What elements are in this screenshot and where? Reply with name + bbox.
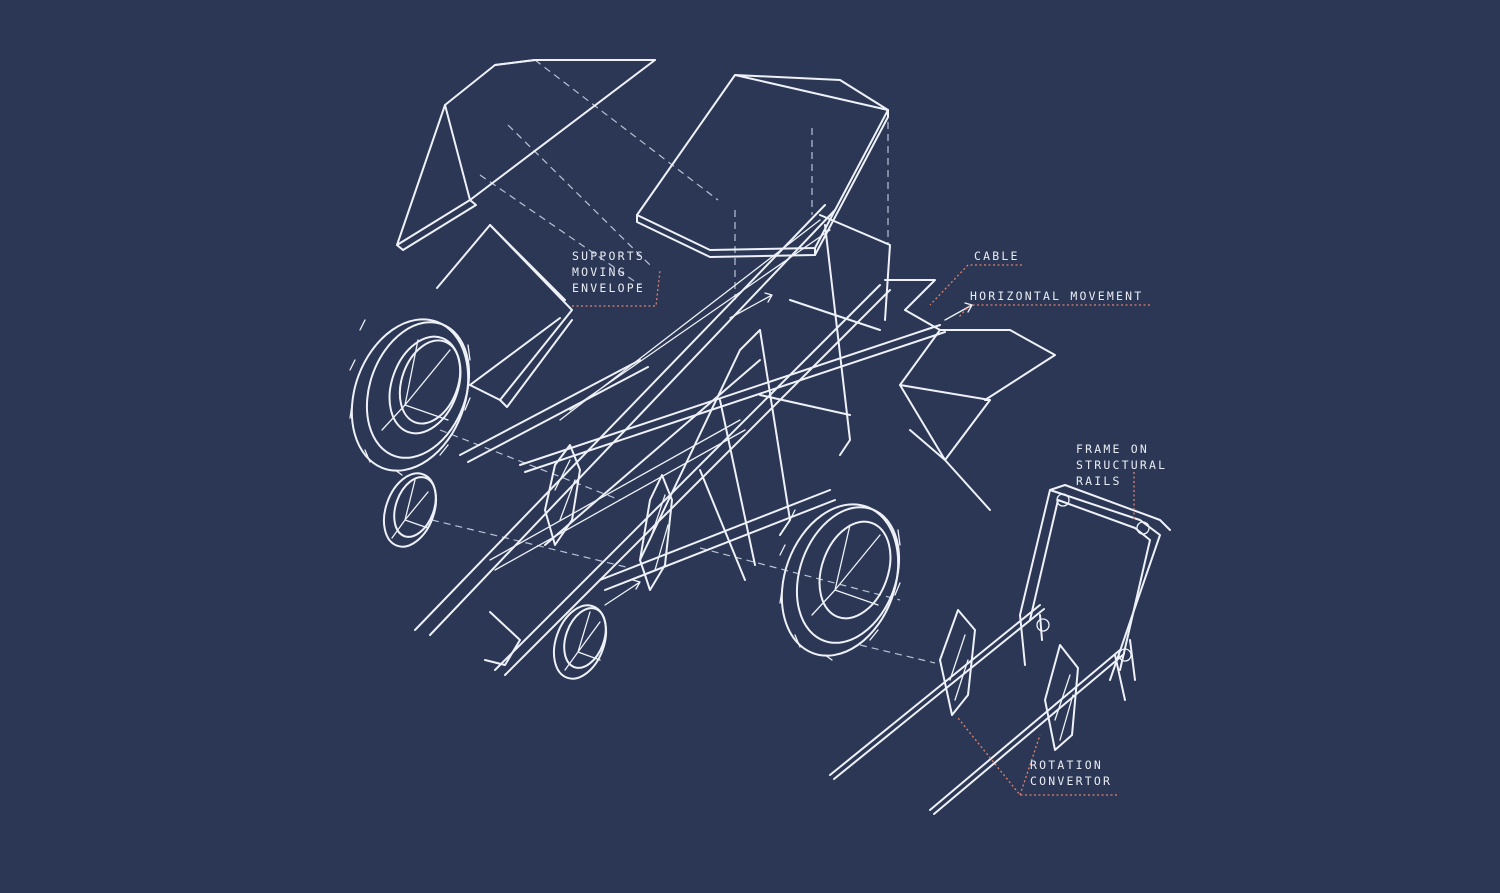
chassis-convertor-plates (544, 444, 673, 591)
rear-wheel-left (349, 318, 471, 476)
front-wheel-left (382, 472, 438, 548)
label-frame-on-structural-rails: FRAME ON STRUCTURAL RAILS (1076, 442, 1168, 488)
rear-wheel-small (484, 604, 608, 680)
label-horizontal-movement: HORIZONTAL MOVEMENT (970, 289, 1144, 303)
front-wheel-right (779, 503, 901, 661)
label-rotation-convertor: ROTATION CONVERTOR (1030, 758, 1113, 788)
leader-supports (572, 269, 661, 307)
label-cable: CABLE (974, 249, 1020, 263)
rotation-convertors (829, 604, 1125, 815)
movement-arrows (604, 292, 973, 606)
box-roof-panel (636, 74, 889, 258)
chassis-rails (414, 204, 946, 676)
structural-frame (1019, 484, 1171, 701)
leader-rotation (957, 717, 1117, 796)
cable-envelope (884, 279, 1056, 511)
leader-cable (929, 264, 1022, 306)
leader-horizontal-movement (957, 304, 1150, 319)
folded-roof-panel (396, 59, 656, 251)
label-supports-moving-envelope: SUPPORTS MOVING ENVELOPE (572, 249, 645, 295)
leader-lines (572, 264, 1150, 796)
cabin-shell (436, 224, 573, 408)
